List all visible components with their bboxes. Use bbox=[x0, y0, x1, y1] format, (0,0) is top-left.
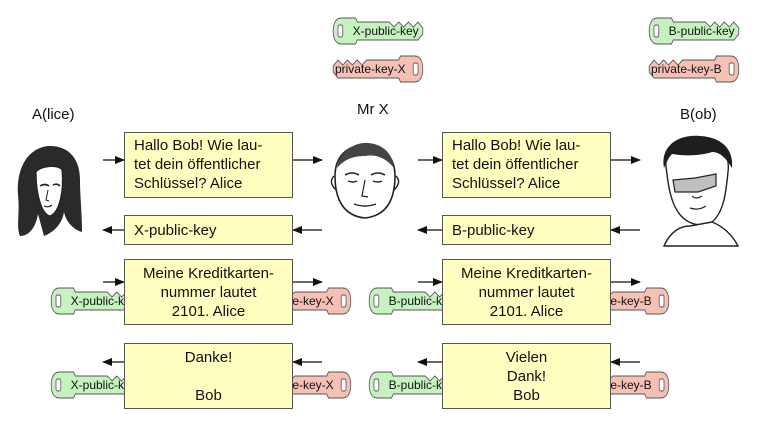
bob-label: B(ob) bbox=[680, 106, 717, 123]
private-key-b-icon-label: private-key-B bbox=[651, 62, 722, 76]
thanks-b-public-key-icon: B-public-key bbox=[368, 371, 460, 399]
x-public-key-icon-label: X-public-key bbox=[353, 24, 419, 38]
mr-x-label: Mr X bbox=[357, 101, 389, 118]
message-b-public-key-reply: B-public-key bbox=[442, 215, 611, 245]
message-x-public-key-reply: X-public-key bbox=[124, 215, 293, 245]
alice-label: A(lice) bbox=[32, 106, 75, 123]
x-public-key-icon: X-public-key bbox=[332, 17, 424, 45]
private-key-b-icon: private-key-B bbox=[648, 55, 740, 83]
message-key-request-to-bob: Hallo Bob! Wie lau- tet dein öffentliche… bbox=[442, 132, 611, 198]
encrypt-x-public-key-icon-label: X-public-key bbox=[71, 294, 137, 308]
private-key-x-icon-label: private-key-X bbox=[335, 62, 406, 76]
message-credit-card-to-x: Meine Kreditkarten- nummer lautet 2101. … bbox=[124, 259, 293, 325]
alice-face-icon bbox=[17, 145, 82, 236]
message-thanks-to-x: Vielen Dank! Bob bbox=[442, 343, 611, 409]
private-key-x-icon: private-key-X bbox=[332, 55, 424, 83]
bob-face-icon bbox=[662, 135, 740, 247]
b-public-key-icon: B-public-key bbox=[648, 17, 740, 45]
encrypt-b-public-key-icon: B-public-key bbox=[368, 287, 460, 315]
message-thanks-to-alice: Danke! Bob bbox=[124, 343, 293, 409]
message-credit-card-to-bob: Meine Kreditkarten- nummer lautet 2101. … bbox=[442, 259, 611, 325]
thanks-x-public-key-icon: X-public-key bbox=[50, 371, 142, 399]
message-key-request-to-x: Hallo Bob! Wie lau- tet dein öffentliche… bbox=[124, 132, 293, 198]
thanks-b-public-key-icon-label: B-public-key bbox=[389, 378, 455, 392]
encrypt-x-public-key-icon: X-public-key bbox=[50, 287, 142, 315]
mr-x-face-icon bbox=[330, 142, 400, 219]
b-public-key-icon-label: B-public-key bbox=[669, 24, 735, 38]
encrypt-b-public-key-icon-label: B-public-key bbox=[389, 294, 455, 308]
thanks-x-public-key-icon-label: X-public-key bbox=[71, 378, 137, 392]
